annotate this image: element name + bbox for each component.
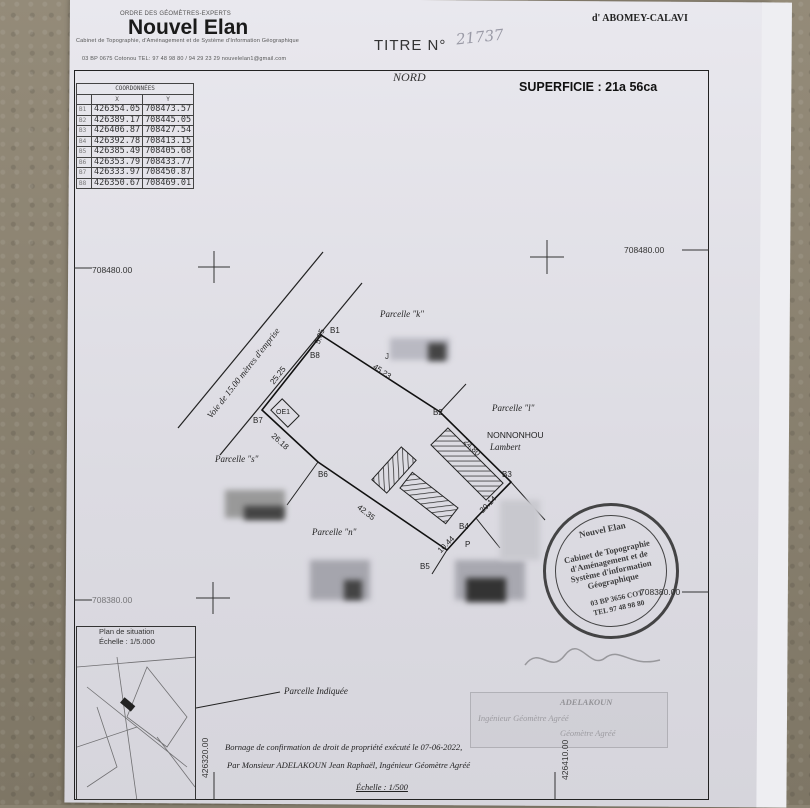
lot-letter-2: P xyxy=(465,540,471,549)
grid-label-left-lower: 708380.00 xyxy=(92,595,133,605)
grid-label-right: 708480.00 xyxy=(624,245,665,255)
footer-scale: Échelle : 1/500 xyxy=(356,782,408,792)
signature-name: ADELAKOUN xyxy=(560,697,613,707)
contact-line: 03 BP 0675 Cotonou TEL: 97 48 98 80 / 94… xyxy=(82,56,287,62)
parcel-indicated-label: Parcelle Indiquée xyxy=(284,686,348,696)
point-b1: B1 xyxy=(330,326,340,335)
parcel-s-label: Parcelle "s" xyxy=(215,454,259,464)
owner-line-2: Lambert xyxy=(490,442,521,452)
map-frame xyxy=(74,70,709,800)
grid-x-left: 426320.00 xyxy=(200,737,210,778)
location-scale: Échelle : 1/5.000 xyxy=(99,637,155,646)
building-hatched xyxy=(371,427,504,525)
point-b7: B7 xyxy=(253,416,263,425)
location-plan: Plan de situation Échelle : 1/5.000 xyxy=(76,626,196,800)
grid-label-left: 708480.00 xyxy=(92,265,133,275)
road-edge-south xyxy=(219,282,363,456)
parcel-l-label: Parcelle "l" xyxy=(492,403,535,413)
point-b8: B8 xyxy=(310,351,320,360)
superficie: SUPERFICIE : 21a 56ca xyxy=(519,80,658,94)
redacted-block xyxy=(466,578,506,602)
signature-role-1: Ingénieur Géomètre Agréé xyxy=(478,713,569,723)
lot-letter: J xyxy=(385,352,389,361)
signature-role-2: Géomètre Agréé xyxy=(560,728,616,738)
road-edge-north xyxy=(177,251,324,429)
point-b5: B5 xyxy=(420,562,430,571)
ouvrage-box xyxy=(270,398,300,428)
brand-name: Nouvel Elan xyxy=(128,16,249,39)
location-title: Plan de situation xyxy=(99,627,155,636)
grid-label-right-lower: 708380.00 xyxy=(640,587,681,597)
point-b2: B2 xyxy=(433,408,443,417)
point-b4: B4 xyxy=(459,522,469,531)
north-label: NORD xyxy=(393,70,426,84)
parcel-n-label: Parcelle "n" xyxy=(312,527,357,537)
signature-scribble xyxy=(524,647,661,666)
redacted-block xyxy=(500,500,540,560)
point-b3: B3 xyxy=(502,470,512,479)
footer-line-2: Par Monsieur ADELAKOUN Jean Raphaël, Ing… xyxy=(227,760,470,770)
order-line: ORDRE DES GÉOMÈTRES-EXPERTS xyxy=(120,11,231,17)
footer-line-1: Bornage de confirmation de droit de prop… xyxy=(225,742,463,752)
location-map xyxy=(77,656,195,799)
ouvrage-label: OE1 xyxy=(276,409,291,416)
redacted-block xyxy=(344,580,362,600)
signature-stamp-box xyxy=(470,692,668,748)
owner-line-1: NONNONHOU xyxy=(487,430,544,440)
parcel-k-label: Parcelle "k" xyxy=(380,309,424,319)
commune: d' ABOMEY-CALAVI xyxy=(592,13,688,24)
cabinet-line: Cabinet de Topographie, d'Aménagement et… xyxy=(76,38,300,44)
redacted-block xyxy=(244,506,284,520)
grid-crosses xyxy=(196,240,564,614)
redacted-block xyxy=(428,343,446,361)
location-leader xyxy=(195,691,281,709)
title-label: TITRE N° xyxy=(374,37,447,54)
point-b6: B6 xyxy=(318,470,328,479)
